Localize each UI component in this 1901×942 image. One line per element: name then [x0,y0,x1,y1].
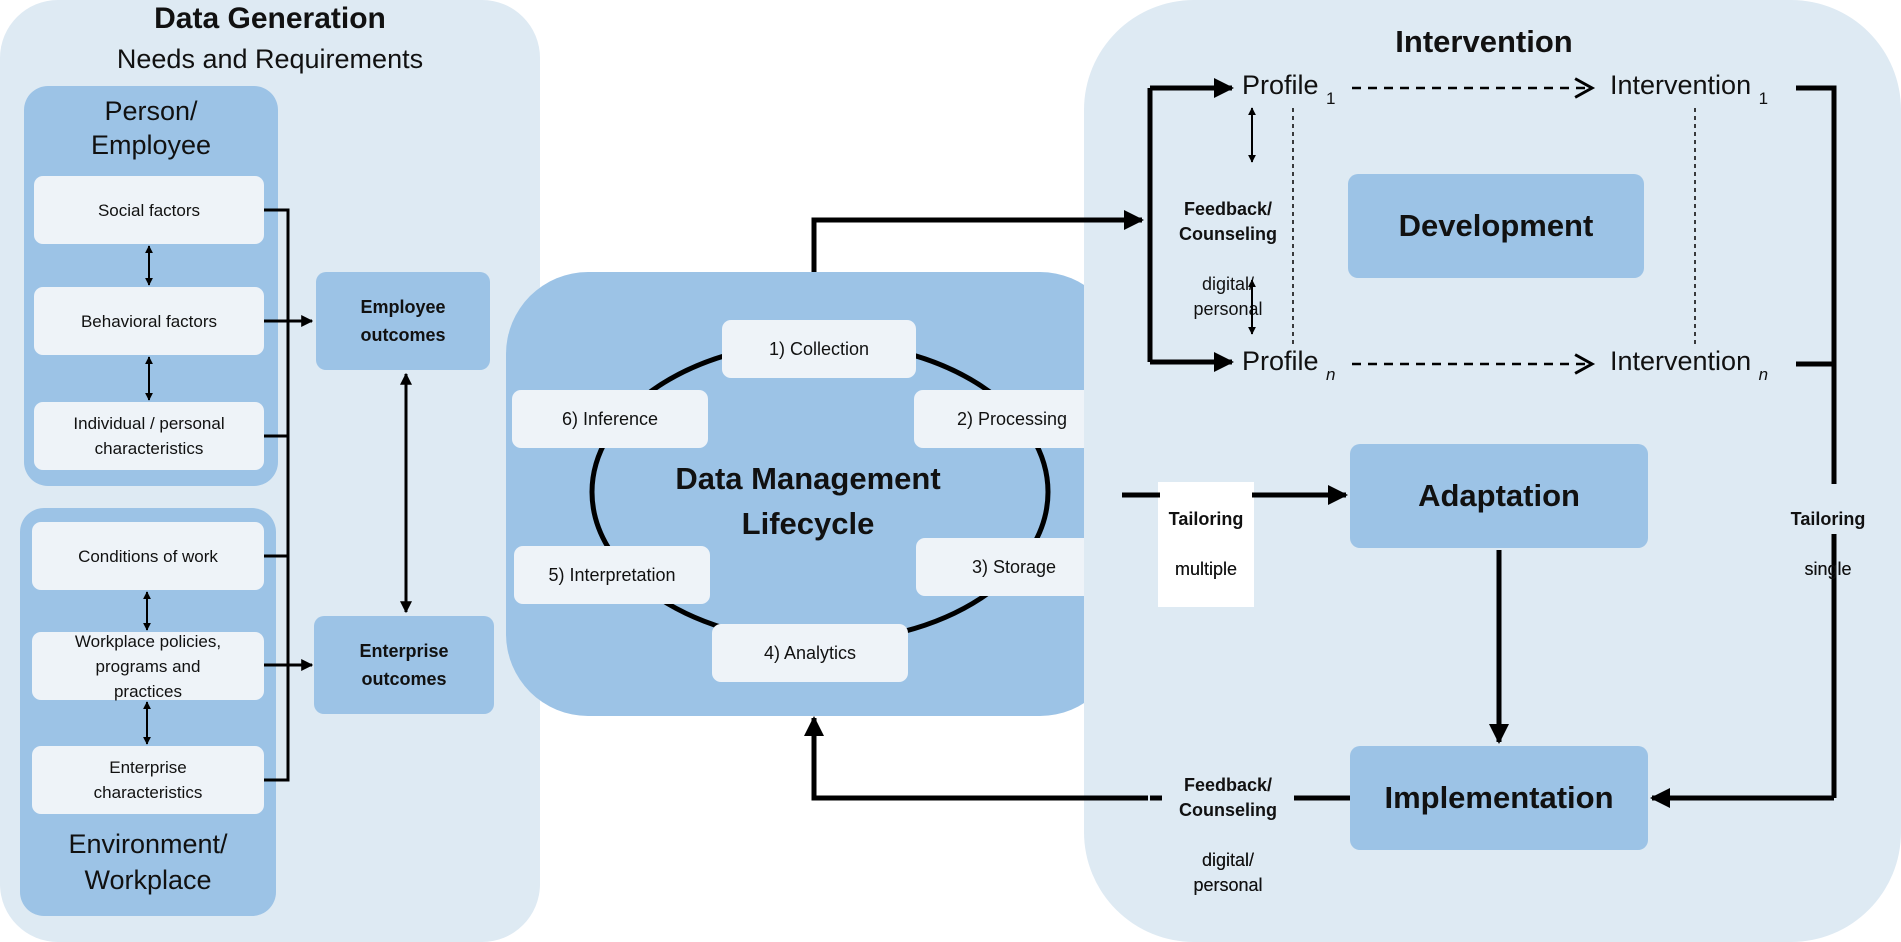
behavioral-factors-box: Behavioral factors [34,287,264,355]
conditions-of-work-box: Conditions of work [32,522,264,590]
step-collection: 1) Collection [722,320,916,378]
individual-characteristics-box: Individual / personal characteristics [34,402,264,470]
profile-1-subscript: 1 [1326,89,1336,108]
intervention-n-label: Intervention n [1610,346,1768,384]
feedback-top-bold: Feedback/ Counseling [1179,199,1277,244]
intervention-right-bracket [1796,85,1837,798]
employee-outcomes-box: Employee outcomes [316,272,490,370]
workplace-policies-box: Workplace policies, programs and practic… [32,632,264,701]
lifecycle-title: Data Management Lifecycle [675,461,941,541]
tailoring-single-overlay-bold: Tailoring [1790,509,1866,529]
feedback-top-normal: digital/ personal [1193,274,1263,319]
profile-n-text: Profile [1242,346,1319,376]
tailoring-multiple-overlay-normal: multiple [1174,559,1238,579]
step-interpretation: 5) Interpretation [514,546,710,604]
tailoring-single-overlay-normal: single [1804,559,1852,579]
feedback-bottom-overlay-bold: Feedback/ Counseling [1179,775,1277,820]
data-generation-title: Data Generation [154,2,386,35]
tailoring-single-normal: single [1804,559,1852,579]
profile-n-subscript: n [1326,365,1336,384]
tailoring-single-mask [1784,484,1874,534]
step-analytics: 4) Analytics [712,624,908,682]
environment-workplace-title: Environment/ Workplace [68,829,228,895]
profile-1-text: Profile [1242,70,1319,100]
intervention-1-subscript: 1 [1758,89,1769,108]
intervention-n-subscript: n [1758,365,1769,384]
lifecycle-to-profiles-arrow [811,210,1144,272]
implementation-box: Implementation [1350,746,1648,850]
enterprise-characteristics-box: Enterprise characteristics [32,746,264,814]
step-storage: 3) Storage [916,538,1112,596]
environment-bracket [264,554,290,782]
intervention-1-label: Intervention 1 [1610,70,1768,108]
step-processing: 2) Processing [914,390,1110,448]
social-factors-box: Social factors [34,176,264,244]
tailoring-multiple-mask [1160,484,1252,532]
intervention-title: Intervention [1395,24,1573,59]
tailoring-multiple-normal: multiple [1174,559,1238,579]
tailoring-multiple-overlay-bold: Tailoring [1168,509,1244,529]
intervention-n-text: Intervention [1610,346,1752,376]
feedback-bottom-overlay-normal: digital/ personal [1193,850,1263,895]
feedback-bottom-overlay: Feedback/ Counseling digital/ personal [1160,748,1296,923]
person-bracket [264,208,290,438]
feedback-bottom-normal: digital/ personal [1193,850,1263,895]
intervention-1-text: Intervention [1610,70,1752,100]
feedback-top-label: Feedback/ Counseling digital/ personal [1160,172,1296,347]
development-box: Development [1348,174,1644,278]
person-employee-title: Person/ Employee [90,96,212,160]
profile-n-label: Profile n [1242,346,1336,384]
adaptation-box: Adaptation [1350,444,1648,548]
data-generation-subtitle: Needs and Requirements [116,44,424,74]
profile-1-label: Profile 1 [1242,70,1336,108]
enterprise-outcomes-box: Enterprise outcomes [314,616,494,714]
feedback-bottom-mask [1162,750,1294,850]
tailoring-single-overlay: Tailoring single [1780,482,1876,607]
step-inference: 6) Inference [512,390,708,448]
tailoring-multiple-overlay: Tailoring multiple [1158,482,1254,607]
